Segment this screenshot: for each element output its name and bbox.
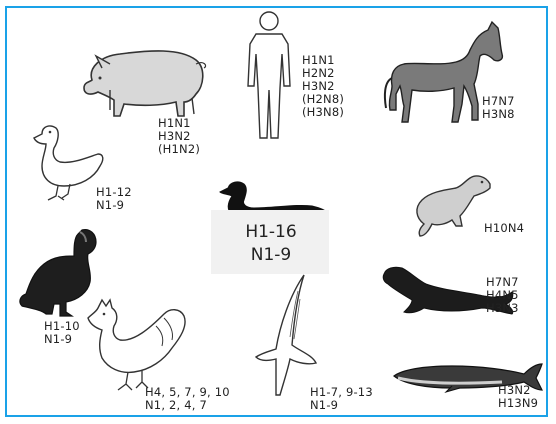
- whale-label: H3N2 H13N9: [498, 384, 538, 410]
- human-icon: [244, 10, 294, 142]
- horse-label: H7N7 H3N8: [482, 95, 515, 121]
- seal-label: H7N7 H4N5 H3N3: [486, 276, 519, 315]
- seabird-icon: [254, 273, 318, 399]
- seabird-label: H1-7, 9-13 N1-9: [310, 386, 373, 412]
- human-label: H1N1 H2N2 H3N2 (H2N8) (H3N8): [302, 54, 344, 119]
- waterfowl-label-h: H1-16: [221, 221, 321, 243]
- pig-icon: [80, 38, 210, 118]
- chicken-label: H4, 5, 7, 9, 10 N1, 2, 4, 7: [145, 386, 230, 412]
- mink-label: H10N4: [484, 222, 524, 235]
- mink-icon: [410, 172, 494, 238]
- chicken-icon: [84, 298, 190, 394]
- duck-label: H1-12 N1-9: [96, 186, 132, 212]
- waterfowl-label-n: N1-9: [221, 244, 321, 266]
- pig-label: H1N1 H3N2 (H1N2): [158, 117, 200, 156]
- turkey-label: H1-10 N1-9: [44, 320, 80, 346]
